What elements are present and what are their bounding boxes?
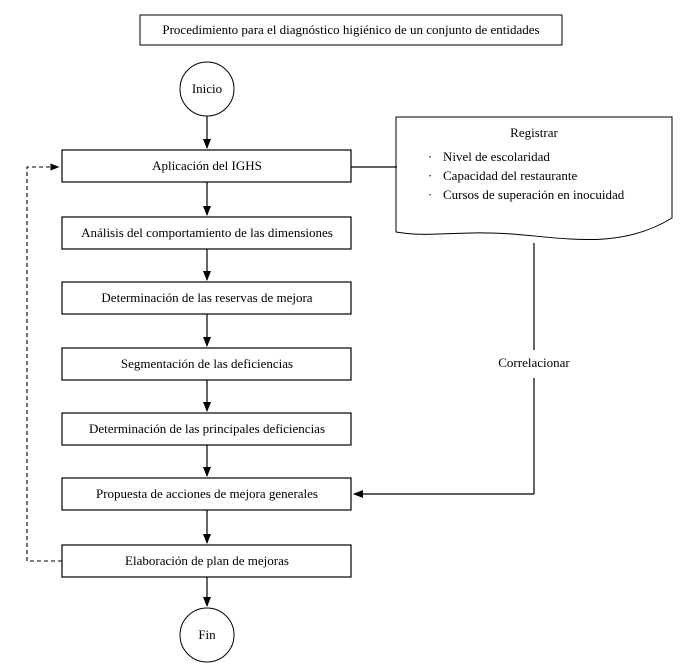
start-node[interactable]: Inicio bbox=[179, 61, 235, 117]
step-1-label: Aplicación del IGHS bbox=[152, 158, 262, 173]
step-4-label: Segmentación de las deficiencias bbox=[121, 356, 293, 371]
document-item-3: Cursos de superación en inocuidad bbox=[443, 187, 625, 202]
process-box-step-5[interactable]: Determinación de las principales deficie… bbox=[61, 412, 352, 446]
document-node-registrar[interactable]: Registrar · Nivel de escolaridad · Capac… bbox=[395, 116, 673, 240]
step-2-label: Análisis del comportamiento de las dimen… bbox=[81, 225, 333, 240]
title-box-rect bbox=[139, 14, 563, 46]
document-title: Registrar bbox=[510, 125, 558, 140]
start-label: Inicio bbox=[192, 81, 222, 96]
step-3-rect bbox=[61, 281, 352, 315]
diagram-title: Procedimiento para el diagnóstico higién… bbox=[162, 22, 539, 37]
step-3-label: Determinación de las reservas de mejora bbox=[101, 290, 312, 305]
step-5-label: Determinación de las principales deficie… bbox=[89, 421, 325, 436]
process-box-step-2[interactable]: Análisis del comportamiento de las dimen… bbox=[61, 216, 352, 250]
process-box-step-3[interactable]: Determinación de las reservas de mejora bbox=[61, 281, 352, 315]
end-label: Fin bbox=[198, 627, 216, 642]
bullet-marker-icon: · bbox=[428, 168, 432, 183]
bullet-marker-icon: · bbox=[428, 187, 432, 202]
connector-feedback-step-7-to-step-1 bbox=[26, 163, 62, 562]
process-box-step-1[interactable]: Aplicación del IGHS bbox=[61, 149, 352, 183]
end-node[interactable]: Fin bbox=[179, 607, 235, 663]
step-2-rect bbox=[61, 216, 352, 250]
step-6-rect bbox=[61, 477, 352, 511]
document-item-2: Capacidad del restaurante bbox=[443, 168, 577, 183]
process-box-step-6[interactable]: Propuesta de acciones de mejora generale… bbox=[61, 477, 352, 511]
end-circle bbox=[179, 607, 235, 663]
step-7-label: Elaboración de plan de mejoras bbox=[125, 553, 289, 568]
bullet-marker-icon: · bbox=[428, 149, 432, 164]
document-item-1: Nivel de escolaridad bbox=[443, 149, 550, 164]
correlate-label: Correlacionar bbox=[498, 355, 570, 370]
document-shape bbox=[395, 116, 673, 240]
process-box-step-7[interactable]: Elaboración de plan de mejoras bbox=[61, 544, 352, 578]
diagram-title-box: Procedimiento para el diagnóstico higién… bbox=[139, 14, 563, 46]
step-5-rect bbox=[61, 412, 352, 446]
step-6-label: Propuesta de acciones de mejora generale… bbox=[96, 486, 318, 501]
step-4-rect bbox=[61, 347, 352, 381]
process-box-step-4[interactable]: Segmentación de las deficiencias bbox=[61, 347, 352, 381]
